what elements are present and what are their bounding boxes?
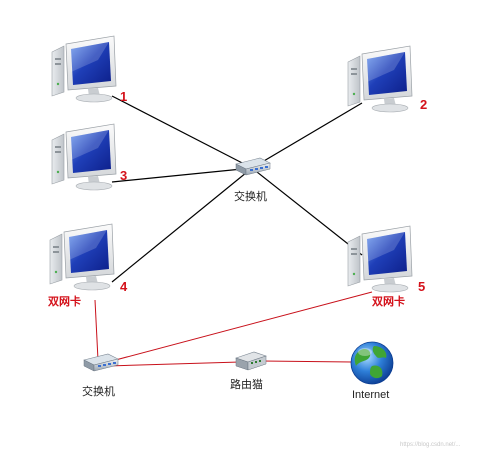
- computer-3-number: 3: [120, 168, 127, 183]
- computer-5-icon: [347, 225, 413, 293]
- computer-1-icon: [51, 35, 117, 103]
- link-router-to-internet: [261, 360, 353, 363]
- main-switch-icon: [235, 157, 271, 176]
- red-links: [94, 291, 373, 367]
- link-secondary-switch-to-router: [107, 361, 241, 367]
- computer-5-nic-label: 双网卡: [372, 294, 405, 308]
- main-switch-label: 交换机: [234, 189, 267, 203]
- internet-label: Internet: [352, 389, 389, 401]
- computer-2-number: 2: [420, 97, 427, 112]
- router-modem-label: 路由猫: [230, 377, 263, 391]
- computer-4-number: 4: [120, 279, 128, 294]
- link-3-to-switch: [111, 167, 253, 183]
- link-5-to-secondary-switch: [107, 291, 373, 363]
- secondary-switch-icon: [83, 353, 119, 372]
- computer-4-nic-label: 双网卡: [48, 294, 81, 308]
- computer-2-icon: [347, 45, 413, 113]
- internet-globe-icon: [350, 341, 394, 385]
- computer-3-icon: [51, 123, 117, 191]
- link-4-to-switch: [111, 167, 253, 283]
- link-5-to-switch: [251, 167, 363, 256]
- computer-5-number: 5: [418, 279, 425, 294]
- watermark: https://blog.csdn.net/...: [400, 442, 461, 448]
- computer-1-number: 1: [120, 89, 127, 104]
- link-4-to-secondary-switch: [94, 299, 99, 361]
- link-2-to-switch: [251, 102, 363, 169]
- secondary-switch-label: 交换机: [82, 384, 115, 398]
- black-links: [111, 95, 363, 283]
- router-modem-icon: [235, 351, 267, 371]
- computer-4-icon: [49, 223, 115, 291]
- link-1-to-switch: [111, 95, 253, 169]
